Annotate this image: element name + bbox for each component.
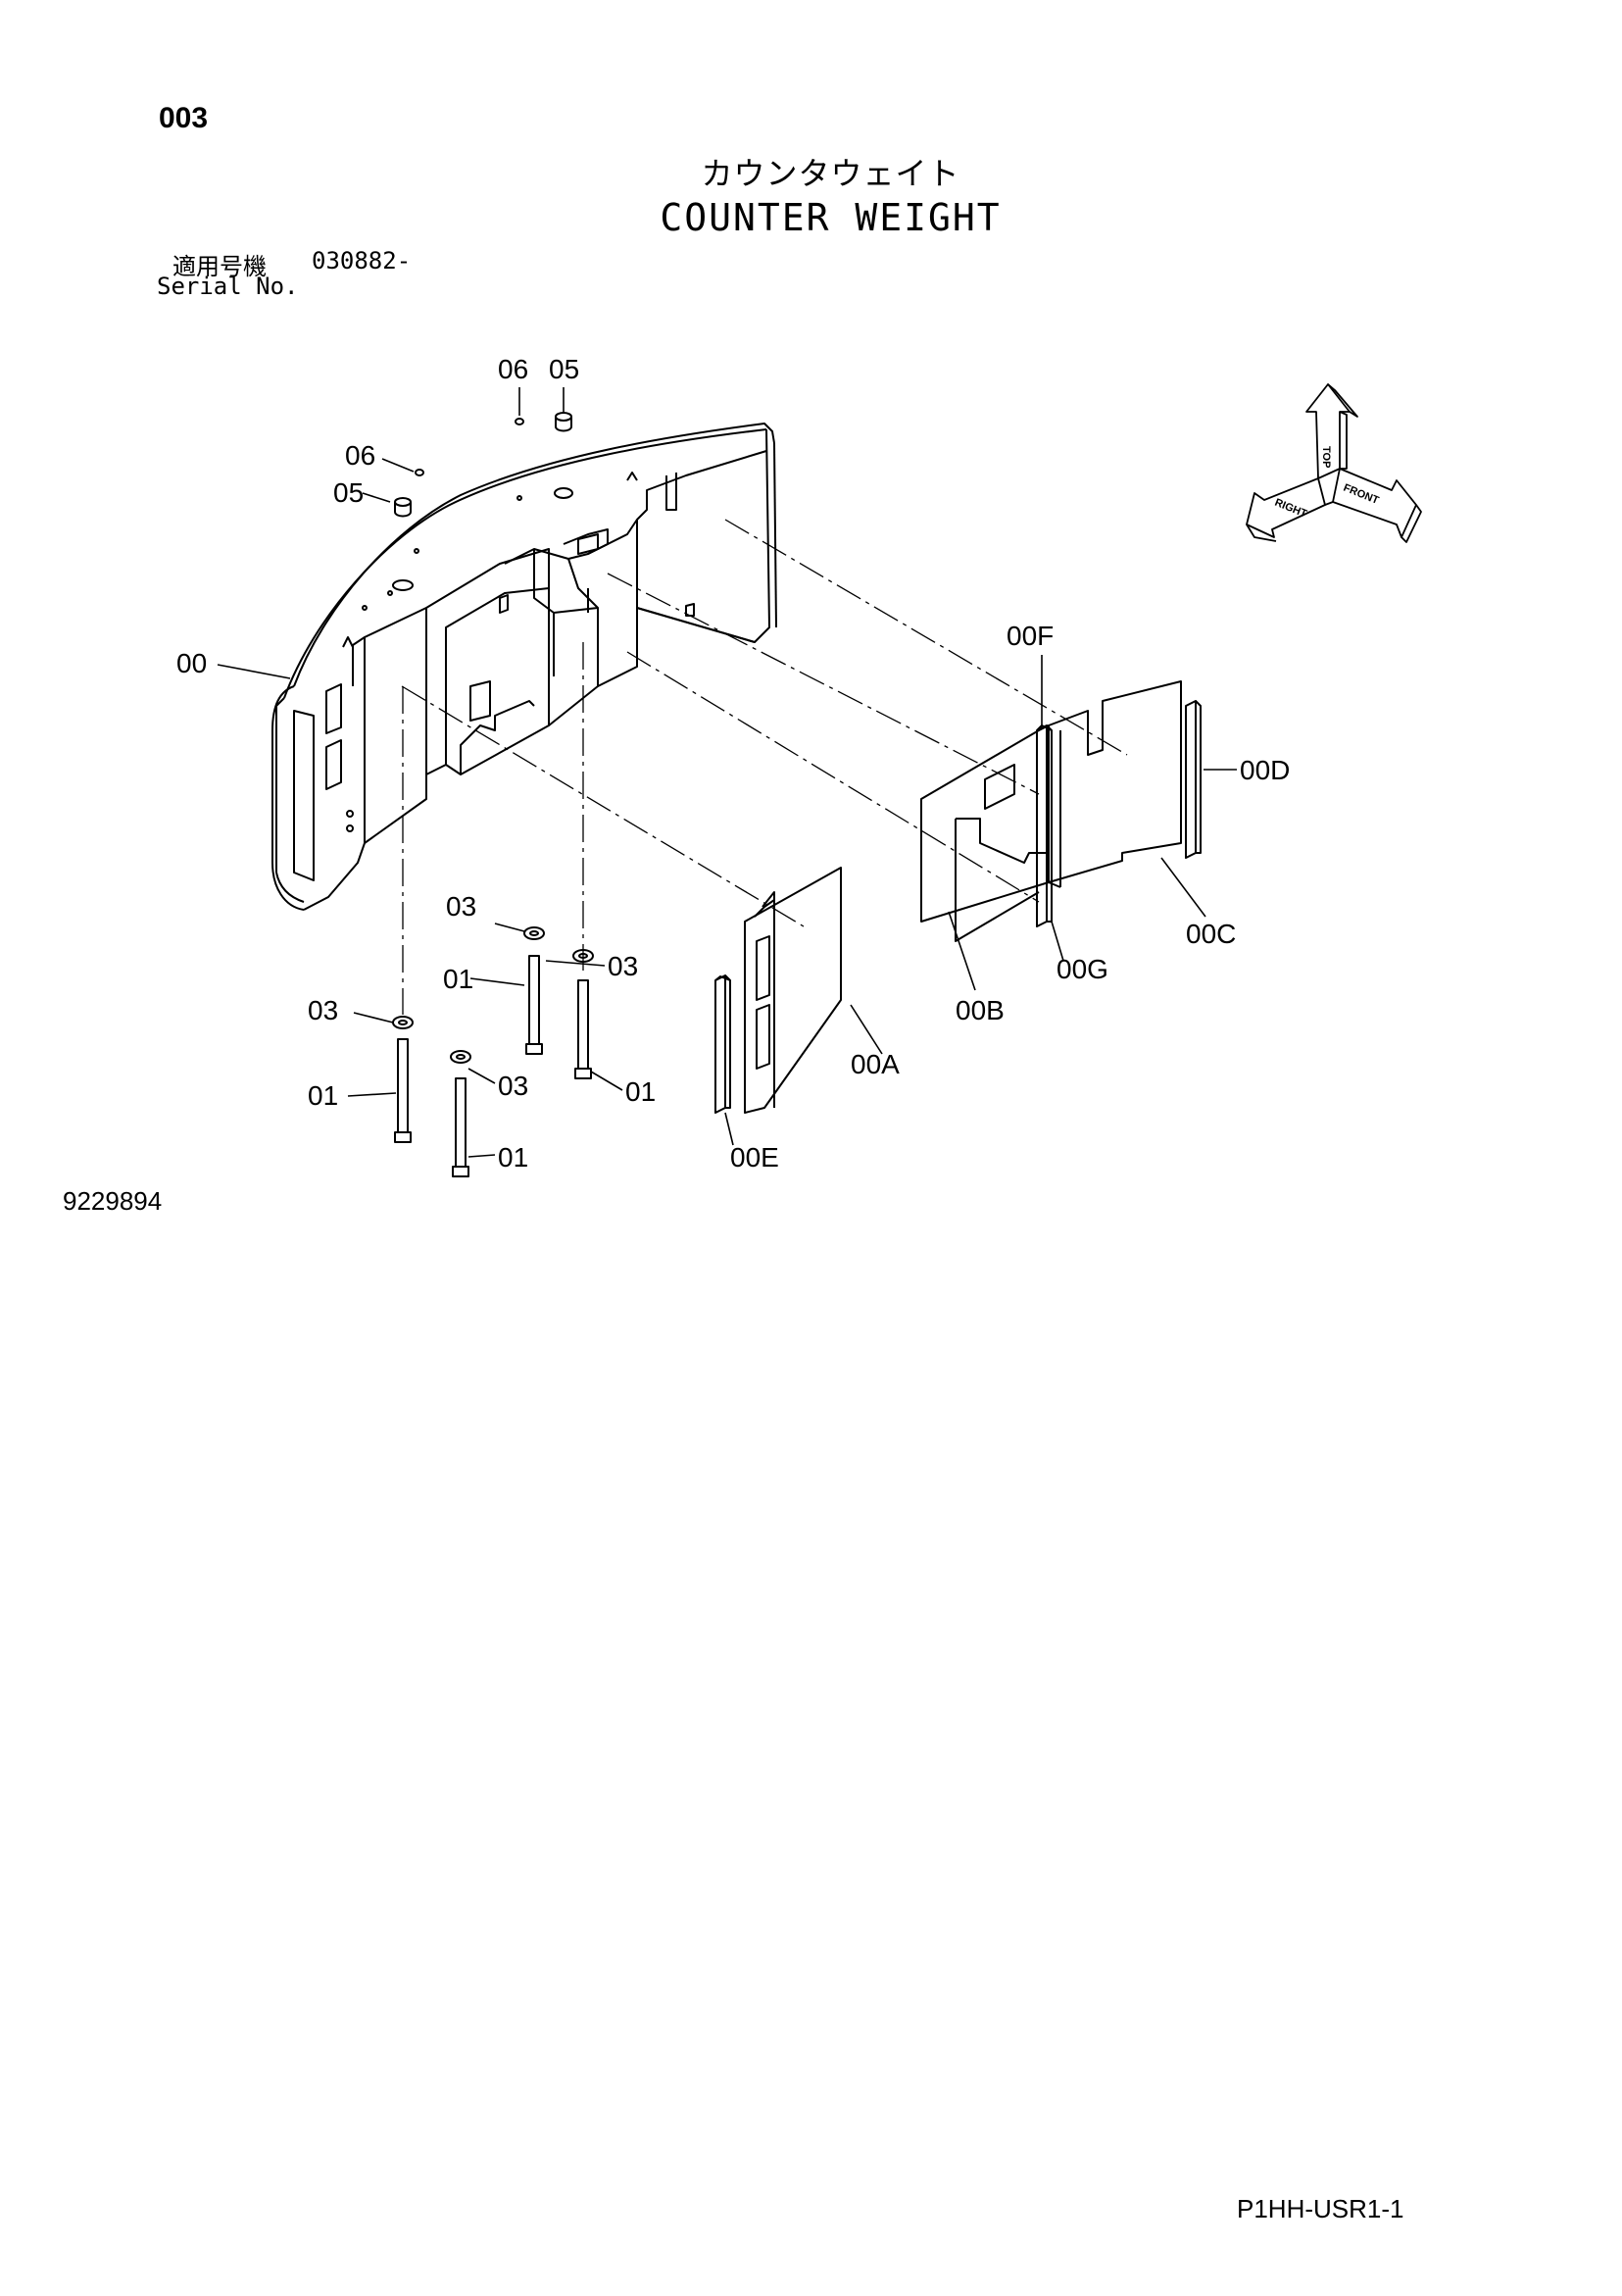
callout-01-a: 01 [443,964,473,994]
plug-06-a [415,469,424,476]
washer-03-c [523,926,545,940]
callout-00C: 00C [1186,919,1236,949]
page-number: 003 [159,102,209,134]
callout-01-d: 01 [498,1142,528,1173]
callout-00B: 00B [956,995,1005,1025]
callout-00G: 00G [1057,954,1108,984]
title-english: COUNTER WEIGHT [660,196,1002,239]
washer-03-b [450,1050,471,1064]
serial-label-japanese: 適用号機 [172,253,267,280]
callout-00E: 00E [730,1142,779,1173]
compass-top-label: TOP [1320,446,1332,468]
part-00A [714,867,842,1114]
figure-number: 9229894 [63,1186,163,1216]
document-reference: P1HH-USR1-1 [1237,2194,1404,2223]
part-00C [1048,680,1182,888]
leader-lines [217,387,1237,1158]
callout-03-d: 03 [498,1071,528,1101]
callouts: 00 05 06 06 05 00F 00D 00C 00G 00B 00A 0… [176,354,1290,1173]
part-00B [920,724,1050,942]
alignment-lines [401,519,1128,1015]
bolt-01-d [574,979,592,1079]
orientation-compass [1246,383,1422,543]
callout-01-c: 01 [308,1080,338,1111]
callout-03-c: 03 [308,995,338,1025]
plug-05-b [555,412,572,432]
counterweight-body [271,423,777,911]
callout-01-b: 01 [625,1076,656,1107]
callout-00F: 00F [1007,621,1054,651]
washer-03-d [572,949,594,963]
callout-05-b: 05 [549,354,579,384]
callout-03-b: 03 [608,951,638,981]
washer-03-a [392,1016,414,1029]
callout-00A: 00A [851,1049,900,1079]
bolt-01-b [452,1077,469,1177]
callout-06-b: 06 [498,354,528,384]
plug-06-b [515,418,524,425]
title-japanese: カウンタウェイト [701,155,960,192]
serial-range: 030882- [312,247,412,275]
plug-05-a [394,497,412,518]
callout-00D: 00D [1240,755,1290,785]
callout-06-a: 06 [345,440,375,471]
callout-03-a: 03 [446,891,476,922]
part-00D [1185,700,1202,859]
bolt-01-c [525,955,543,1055]
callout-05-a: 05 [333,477,364,508]
callout-00: 00 [176,648,207,678]
bolt-01-a [394,1038,412,1143]
serial-label-english: Serial No. [157,273,299,300]
